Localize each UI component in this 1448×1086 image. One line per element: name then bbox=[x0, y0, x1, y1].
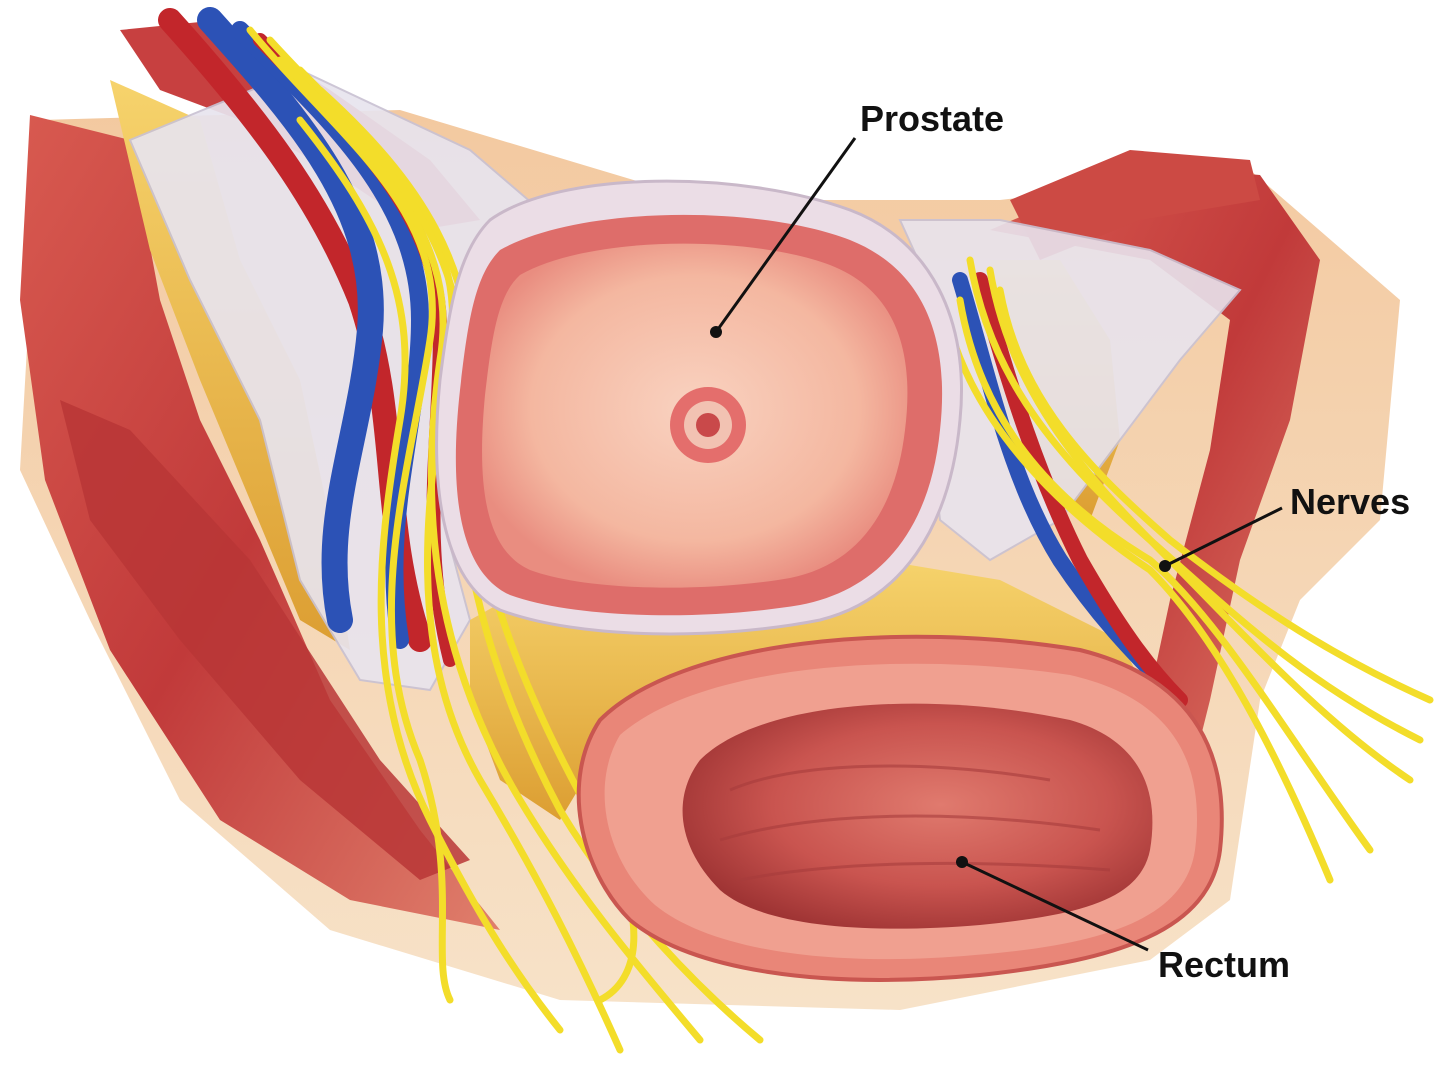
prostate-gland bbox=[435, 179, 963, 636]
leader-dots bbox=[710, 326, 1171, 868]
rectum-leader-dot-icon bbox=[956, 856, 968, 868]
nerves-leader-line bbox=[1164, 506, 1283, 568]
leader-lines bbox=[714, 137, 1283, 952]
left-pelvic-muscle-lower bbox=[60, 400, 470, 880]
nerves-leader-dot-icon bbox=[1159, 560, 1171, 572]
nerves-label: Nerves bbox=[1290, 481, 1411, 522]
rectum-label: Rectum bbox=[1158, 944, 1291, 985]
left-pelvic-muscle bbox=[20, 115, 500, 930]
rectum-leader-line bbox=[961, 860, 1149, 952]
prostate-label: Prostate bbox=[860, 98, 1005, 139]
right-pelvic-muscle-band bbox=[1010, 150, 1260, 260]
rectum bbox=[576, 634, 1224, 982]
prostate-leader-line bbox=[714, 137, 857, 333]
right-pelvic-muscle bbox=[990, 165, 1320, 820]
prostate-leader-dot-icon bbox=[710, 326, 722, 338]
right-nerves bbox=[946, 256, 1434, 884]
